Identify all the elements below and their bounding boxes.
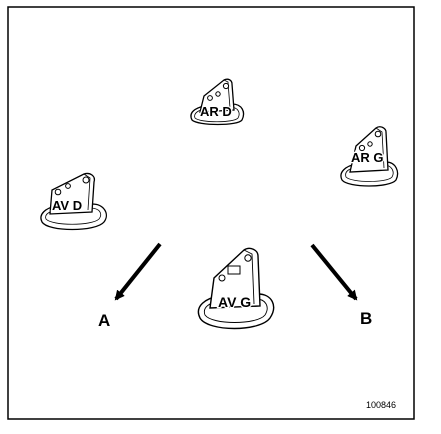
- part-ar-d: AR D: [190, 78, 245, 126]
- part-label-av-d: AV D: [52, 198, 82, 213]
- part-av-g: AV G: [197, 247, 275, 330]
- arrow-b: [310, 243, 358, 301]
- reference-number: 100846: [366, 400, 396, 410]
- part-ar-g: AR G: [340, 126, 399, 187]
- part-av-d: AV D: [40, 172, 107, 231]
- part-label-ar-d: AR D: [200, 104, 232, 119]
- figure-border: [7, 6, 415, 420]
- arrow-label-b: B: [360, 309, 372, 328]
- part-label-av-g: AV G: [218, 294, 251, 310]
- arrow-a: [114, 242, 162, 301]
- part-label-ar-g: AR G: [351, 150, 384, 165]
- arrow-label-a: A: [98, 311, 110, 330]
